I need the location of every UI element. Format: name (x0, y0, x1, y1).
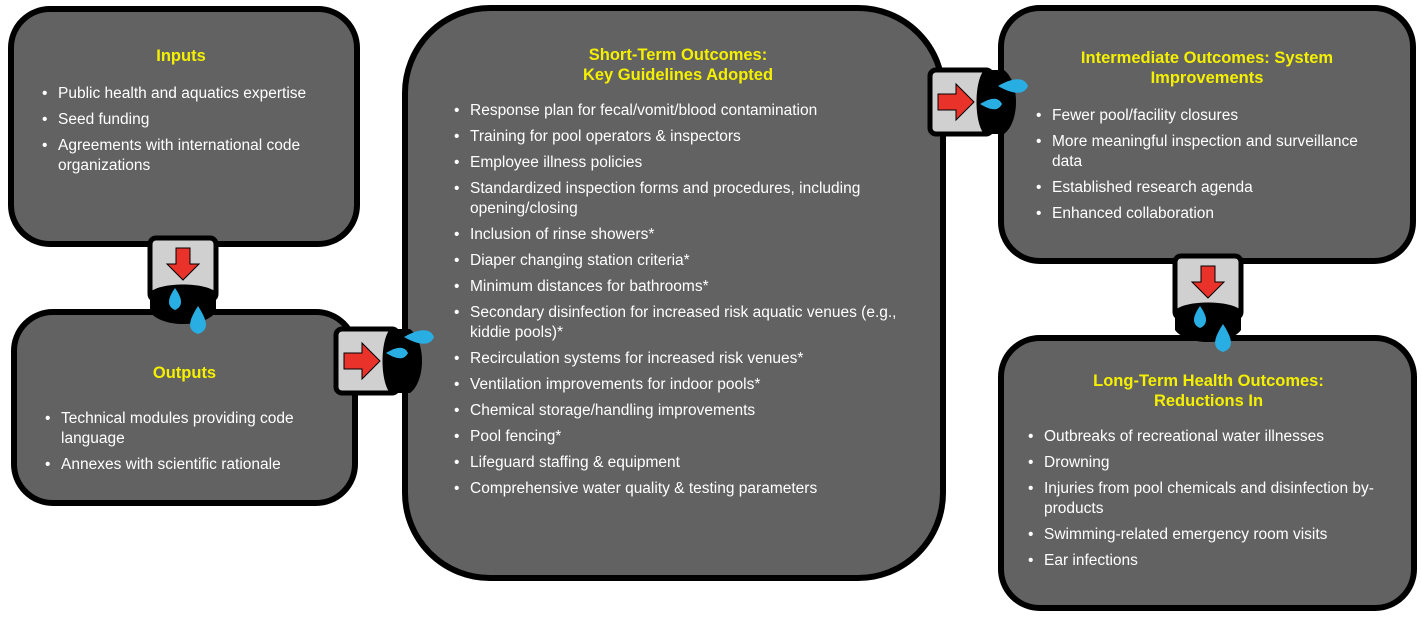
intermediate-title: Intermediate Outcomes: System Improvemen… (1034, 48, 1380, 88)
short-term-list: Response plan for fecal/vomit/blood cont… (452, 101, 904, 499)
list-item: Recirculation systems for increased risk… (452, 349, 904, 369)
outputs-list: Technical modules providing code languag… (43, 409, 326, 475)
list-item: Inclusion of rinse showers* (452, 225, 904, 245)
pipe-connector-icon (147, 235, 219, 334)
list-item: Training for pool operators & inspectors (452, 127, 904, 147)
inputs-title: Inputs (156, 47, 206, 65)
list-item: Seed funding (40, 110, 322, 130)
list-item: Secondary disinfection for increased ris… (452, 303, 904, 343)
long-term-title: Long-Term Health Outcomes: Reductions In (1026, 371, 1391, 411)
list-item: Response plan for fecal/vomit/blood cont… (452, 101, 904, 121)
list-item: Ventilation improvements for indoor pool… (452, 375, 904, 395)
long-term-title-line1: Long-Term Health Outcomes: (1093, 372, 1324, 390)
arrow-icon (165, 247, 201, 281)
list-item: Public health and aquatics expertise (40, 84, 322, 104)
list-item: Enhanced collaboration (1034, 204, 1380, 224)
arrow-icon (1190, 265, 1226, 299)
list-item: Drowning (1026, 453, 1391, 473)
list-item: Minimum distances for bathrooms* (452, 277, 904, 297)
pipe-connector-icon (927, 67, 1028, 137)
list-item: Injuries from pool chemicals and disinfe… (1026, 479, 1391, 519)
intermediate-list: Fewer pool/facility closures More meanin… (1034, 106, 1380, 224)
list-item: Annexes with scientific rationale (43, 455, 326, 475)
intermediate-title-line1: Intermediate Outcomes: System (1080, 49, 1334, 67)
list-item: More meaningful inspection and surveilla… (1034, 132, 1380, 172)
water-drop-icon (404, 330, 434, 344)
short-term-title: Short-Term Outcomes: Key Guidelines Adop… (452, 45, 904, 85)
inputs-list: Public health and aquatics expertise See… (40, 84, 322, 176)
arrow-icon (343, 341, 381, 381)
intermediate-outcomes-box: Intermediate Outcomes: System Improvemen… (998, 5, 1416, 264)
list-item: Outbreaks of recreational water illnesse… (1026, 427, 1391, 447)
list-item: Agreements with international code organ… (40, 136, 322, 176)
water-drop-icon (1193, 306, 1207, 328)
list-item: Employee illness policies (452, 153, 904, 173)
short-term-outcomes-box: Short-Term Outcomes: Key Guidelines Adop… (402, 5, 946, 581)
water-drop-icon (980, 98, 1002, 110)
water-drop-icon (998, 79, 1028, 93)
list-item: Fewer pool/facility closures (1034, 106, 1380, 126)
short-term-title-line1: Short-Term Outcomes: (588, 46, 768, 64)
short-term-title-line2: Key Guidelines Adopted (582, 66, 774, 84)
arrow-icon (937, 82, 975, 122)
long-term-title-line2: Reductions In (1153, 392, 1264, 410)
pipe-connector-icon (333, 326, 434, 396)
list-item: Established research agenda (1034, 178, 1380, 198)
list-item: Chemical storage/handling improvements (452, 401, 904, 421)
list-item: Technical modules providing code languag… (43, 409, 326, 449)
water-drop-icon (190, 306, 206, 334)
outputs-title: Outputs (152, 364, 217, 382)
long-term-list: Outbreaks of recreational water illnesse… (1026, 427, 1391, 571)
pipe-connector-icon (1172, 253, 1244, 352)
list-item: Comprehensive water quality & testing pa… (452, 479, 904, 499)
list-item: Pool fencing* (452, 427, 904, 447)
list-item: Standardized inspection forms and proced… (452, 179, 904, 219)
list-item: Ear infections (1026, 551, 1391, 571)
inputs-box: Inputs Public health and aquatics expert… (8, 6, 360, 247)
long-term-outcomes-box: Long-Term Health Outcomes: Reductions In… (998, 335, 1417, 611)
water-drop-icon (386, 347, 408, 359)
intermediate-title-line2: Improvements (1150, 69, 1264, 87)
outputs-box: Outputs Technical modules providing code… (11, 309, 358, 506)
water-drop-icon (1215, 324, 1231, 352)
list-item: Lifeguard staffing & equipment (452, 453, 904, 473)
list-item: Swimming-related emergency room visits (1026, 525, 1391, 545)
water-drop-icon (168, 288, 182, 310)
list-item: Diaper changing station criteria* (452, 251, 904, 271)
